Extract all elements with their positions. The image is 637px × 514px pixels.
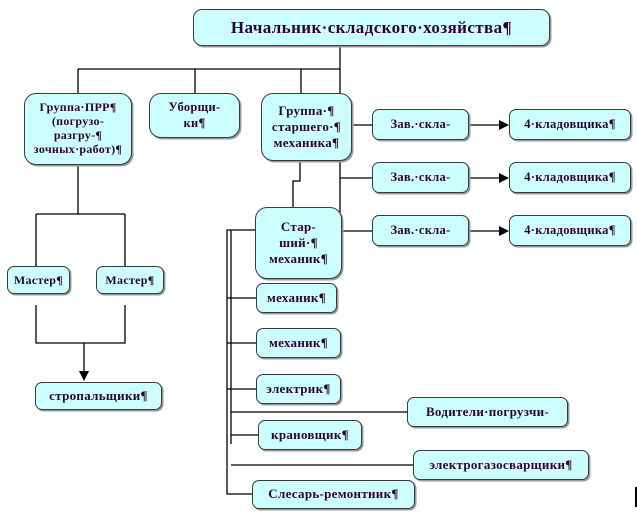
node-storekeepers-2: 4·кладовщика¶ <box>509 162 631 193</box>
node-label: 4·кладовщика¶ <box>524 169 616 184</box>
node-label: механик¶ <box>266 289 327 305</box>
node-label: Мастер¶ <box>105 272 155 287</box>
node-label: Водители·погрузчи- <box>425 403 550 419</box>
node-label: механик¶ <box>268 334 329 350</box>
node-label: Стар- ший·¶ механик¶ <box>268 218 329 267</box>
node-label: Слесарь-ремонтник¶ <box>268 486 399 502</box>
node-label: Зав.·скла- <box>390 222 451 237</box>
edge-group-senior-mech <box>292 161 301 207</box>
node-mechanic-1: механик¶ <box>256 283 337 313</box>
node-forklift-drivers: Водители·погрузчи- <box>407 397 568 427</box>
node-label: стропальщики¶ <box>49 387 148 403</box>
node-fitter: Слесарь-ремонтник¶ <box>252 480 415 509</box>
node-label: Группа·¶ старшего·¶ механика¶ <box>271 102 342 151</box>
node-label: Мастер¶ <box>13 272 64 287</box>
node-label: 4·кладовщика¶ <box>524 222 616 237</box>
node-label: Группа·ПРР¶ (погрузо- разгру-¶ зочных·ра… <box>33 100 123 156</box>
node-master-2: Мастер¶ <box>96 266 164 294</box>
edge-prr-masters <box>35 165 126 266</box>
node-label: Зав.·скла- <box>390 116 451 131</box>
node-storekeepers-1: 4·кладовщика¶ <box>509 109 631 140</box>
node-head-of-warehouse: Начальник·складского·хозяйства¶ <box>193 9 550 46</box>
node-warehouse-manager-2: Зав.·скла- <box>372 162 469 193</box>
text-cursor-mark <box>635 487 637 507</box>
node-loading-group: Группа·ПРР¶ (погрузо- разгру-¶ зочных·ра… <box>24 93 132 165</box>
node-chief-mechanic-group: Группа·¶ старшего·¶ механика¶ <box>261 93 352 161</box>
node-cleaners: Уборщи- ки¶ <box>149 93 240 138</box>
edge-senior-mech-bus <box>226 229 255 495</box>
node-electrician: электрик¶ <box>256 374 341 404</box>
node-warehouse-manager-3: Зав.·скла- <box>372 215 469 246</box>
edge-masters-slingers <box>35 305 126 380</box>
node-label: Начальник·складского·хозяйства¶ <box>230 17 513 37</box>
node-label: Уборщи- ки¶ <box>168 99 221 130</box>
node-label: Зав.·скла- <box>390 169 451 184</box>
node-storekeepers-3: 4·кладовщика¶ <box>509 215 631 246</box>
node-welders: электрогазосварщики¶ <box>413 450 589 480</box>
node-mechanic-2: механик¶ <box>256 328 341 358</box>
node-label: электрик¶ <box>266 380 331 396</box>
node-label: крановщик¶ <box>271 426 349 442</box>
node-senior-mechanic: Стар- ший·¶ механик¶ <box>255 207 342 279</box>
node-label: электрогазосварщики¶ <box>429 456 573 472</box>
node-warehouse-manager-1: Зав.·скла- <box>372 109 469 140</box>
node-label: 4·кладовщика¶ <box>524 116 616 131</box>
node-slingers: стропальщики¶ <box>35 382 162 410</box>
node-master-1: Мастер¶ <box>7 266 70 294</box>
node-crane-operator: крановщик¶ <box>258 420 362 450</box>
